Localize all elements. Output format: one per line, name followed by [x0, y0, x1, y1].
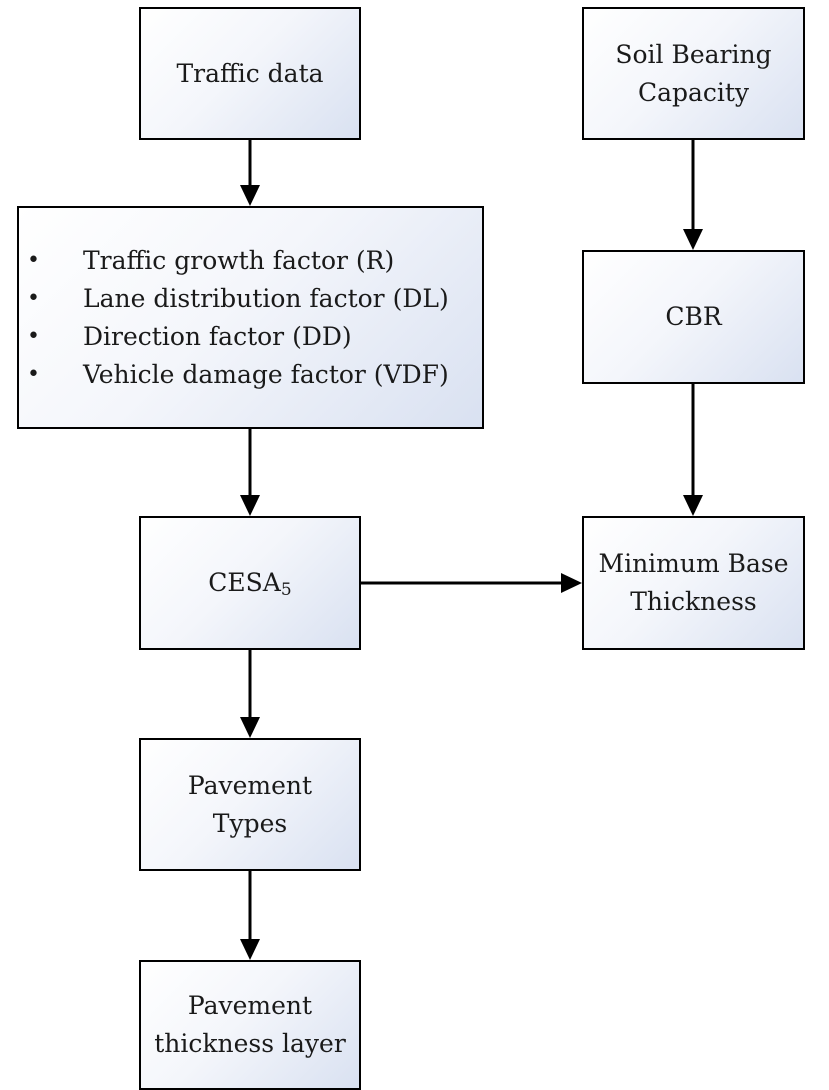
bullet-icon: •	[27, 323, 40, 349]
bullet-icon: •	[27, 285, 40, 311]
factor-item: • Traffic growth factor (R)	[27, 242, 449, 280]
factor-lane-distribution: Lane distribution factor (DL)	[83, 283, 449, 313]
node-traffic-factors: • Traffic growth factor (R) • Lane distr…	[17, 206, 484, 429]
node-cbr: CBR	[582, 250, 805, 384]
node-cbr-label: CBR	[665, 302, 722, 331]
node-min-base-line2: Thickness	[630, 587, 757, 616]
node-cesa: CESA5	[139, 516, 361, 650]
factor-direction: Direction factor (DD)	[83, 321, 352, 351]
bullet-icon: •	[27, 361, 40, 387]
arrowhead-cbr-to-min-base	[683, 495, 703, 516]
node-pavement-types-line1: Pavement	[187, 770, 313, 800]
node-min-base-line1: Minimum Base	[598, 549, 789, 578]
factor-vehicle-damage: Vehicle damage factor (VDF)	[83, 359, 449, 389]
arrowhead-factors-to-cesa	[240, 495, 260, 516]
node-traffic-data-label: Traffic data	[176, 58, 324, 88]
bullet-icon: •	[27, 247, 40, 273]
node-pavement-types-line2: Types	[212, 808, 288, 838]
arrowhead-cesa-to-pavement-types	[240, 717, 260, 738]
node-pavement-layer-line1: Pavement	[187, 991, 313, 1020]
factor-item: • Direction factor (DD)	[27, 318, 449, 356]
node-soil-bearing-line1: Soil Bearing	[615, 39, 772, 69]
factor-list: • Traffic growth factor (R) • Lane distr…	[19, 242, 449, 394]
node-pavement-types: Pavement Types	[139, 738, 361, 871]
arrowhead-soil-to-cbr	[683, 229, 703, 250]
factor-growth: Traffic growth factor (R)	[83, 245, 395, 275]
arrowhead-cesa-to-min-base	[561, 573, 582, 593]
node-soil-bearing-capacity: Soil Bearing Capacity	[582, 7, 805, 140]
node-minimum-base-thickness: Minimum Base Thickness	[582, 516, 805, 650]
node-cesa-label-wrap: CESA5	[208, 564, 291, 602]
node-cesa-subscript: 5	[280, 580, 292, 600]
node-traffic-data: Traffic data	[139, 7, 361, 140]
arrowhead-pavement-types-to-layer	[240, 939, 260, 960]
factor-item: • Lane distribution factor (DL)	[27, 280, 449, 318]
node-soil-bearing-line2: Capacity	[637, 77, 750, 107]
node-cesa-label: CESA	[208, 568, 281, 597]
node-pavement-layer-line2: thickness layer	[154, 1029, 346, 1058]
node-pavement-thickness-layer: Pavement thickness layer	[139, 960, 361, 1090]
arrowhead-traffic-to-factors	[240, 185, 260, 206]
factor-item: • Vehicle damage factor (VDF)	[27, 356, 449, 394]
